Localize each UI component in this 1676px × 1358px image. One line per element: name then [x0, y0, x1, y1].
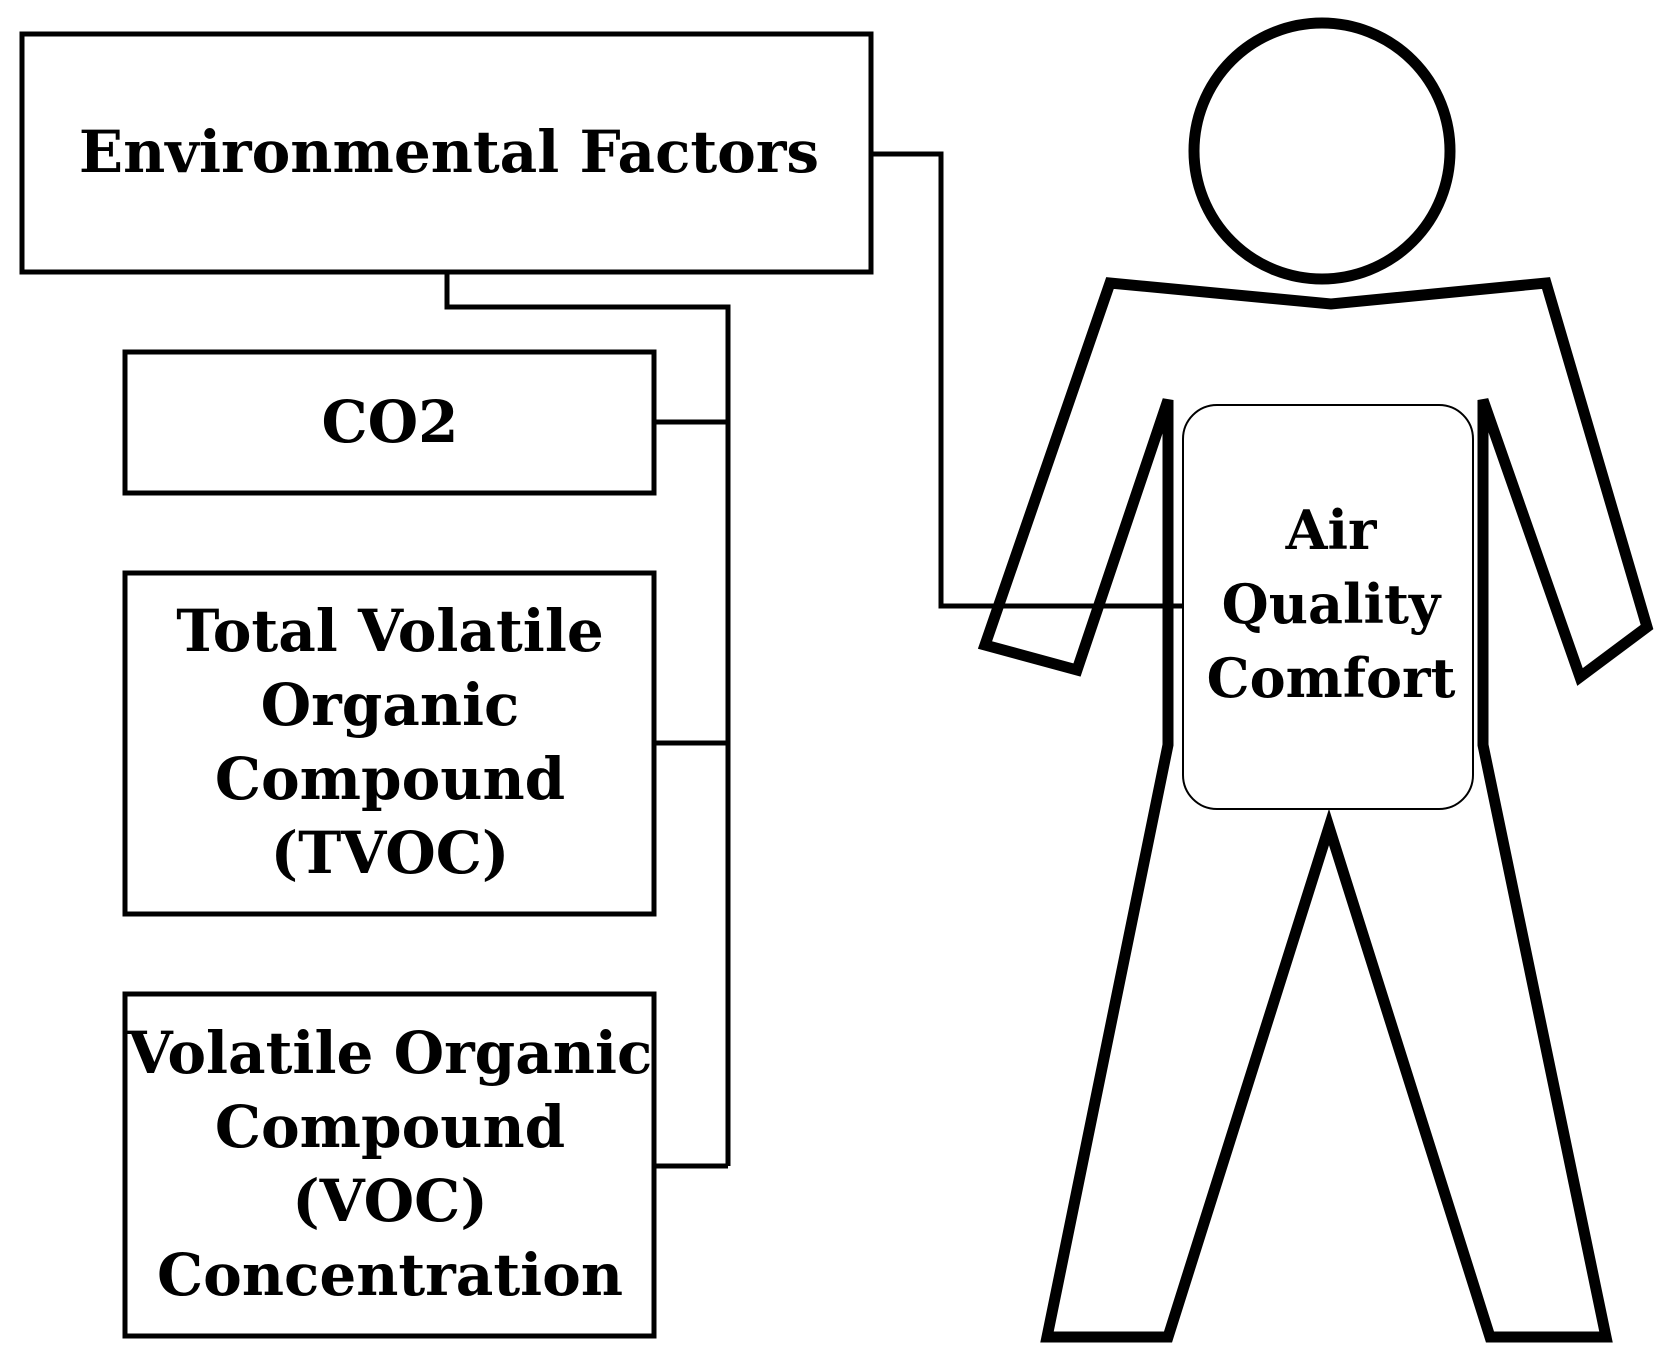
- connector-env-to-person: [871, 151, 1182, 609]
- person-body-outline: [977, 277, 1654, 1343]
- air-quality-comfort-line1: Air: [1285, 498, 1377, 562]
- co2-label: CO2: [321, 388, 458, 456]
- voc-label-line4: Concentration: [157, 1241, 623, 1309]
- tvoc-label-line3: Compound: [215, 745, 565, 813]
- air-quality-comfort-line3: Comfort: [1207, 646, 1456, 710]
- voc-label-line2: Compound: [215, 1093, 565, 1161]
- co2-box: CO2: [122, 349, 657, 496]
- tvoc-box: Total Volatile Organic Compound (TVOC): [122, 570, 657, 917]
- tvoc-label-line2: Organic: [261, 671, 520, 739]
- tvoc-label-line1: Total Volatile: [176, 597, 604, 665]
- connector-env-trunk: [444, 273, 731, 1166]
- environmental-factors-box: Environmental Factors: [19, 31, 874, 275]
- air-quality-comfort-line2: Quality: [1222, 572, 1442, 636]
- voc-label-line1: Volatile Organic: [127, 1019, 653, 1087]
- person-outline-icon: Air Quality Comfort: [977, 17, 1654, 1343]
- person-head: [1188, 17, 1456, 285]
- air-quality-comfort-box: [1182, 404, 1474, 810]
- voc-label-line3: (VOC): [292, 1167, 488, 1235]
- voc-box: Volatile Organic Compound (VOC) Concentr…: [122, 991, 657, 1339]
- tvoc-label-line4: (TVOC): [271, 819, 510, 887]
- environmental-factors-label: Environmental Factors: [79, 118, 819, 186]
